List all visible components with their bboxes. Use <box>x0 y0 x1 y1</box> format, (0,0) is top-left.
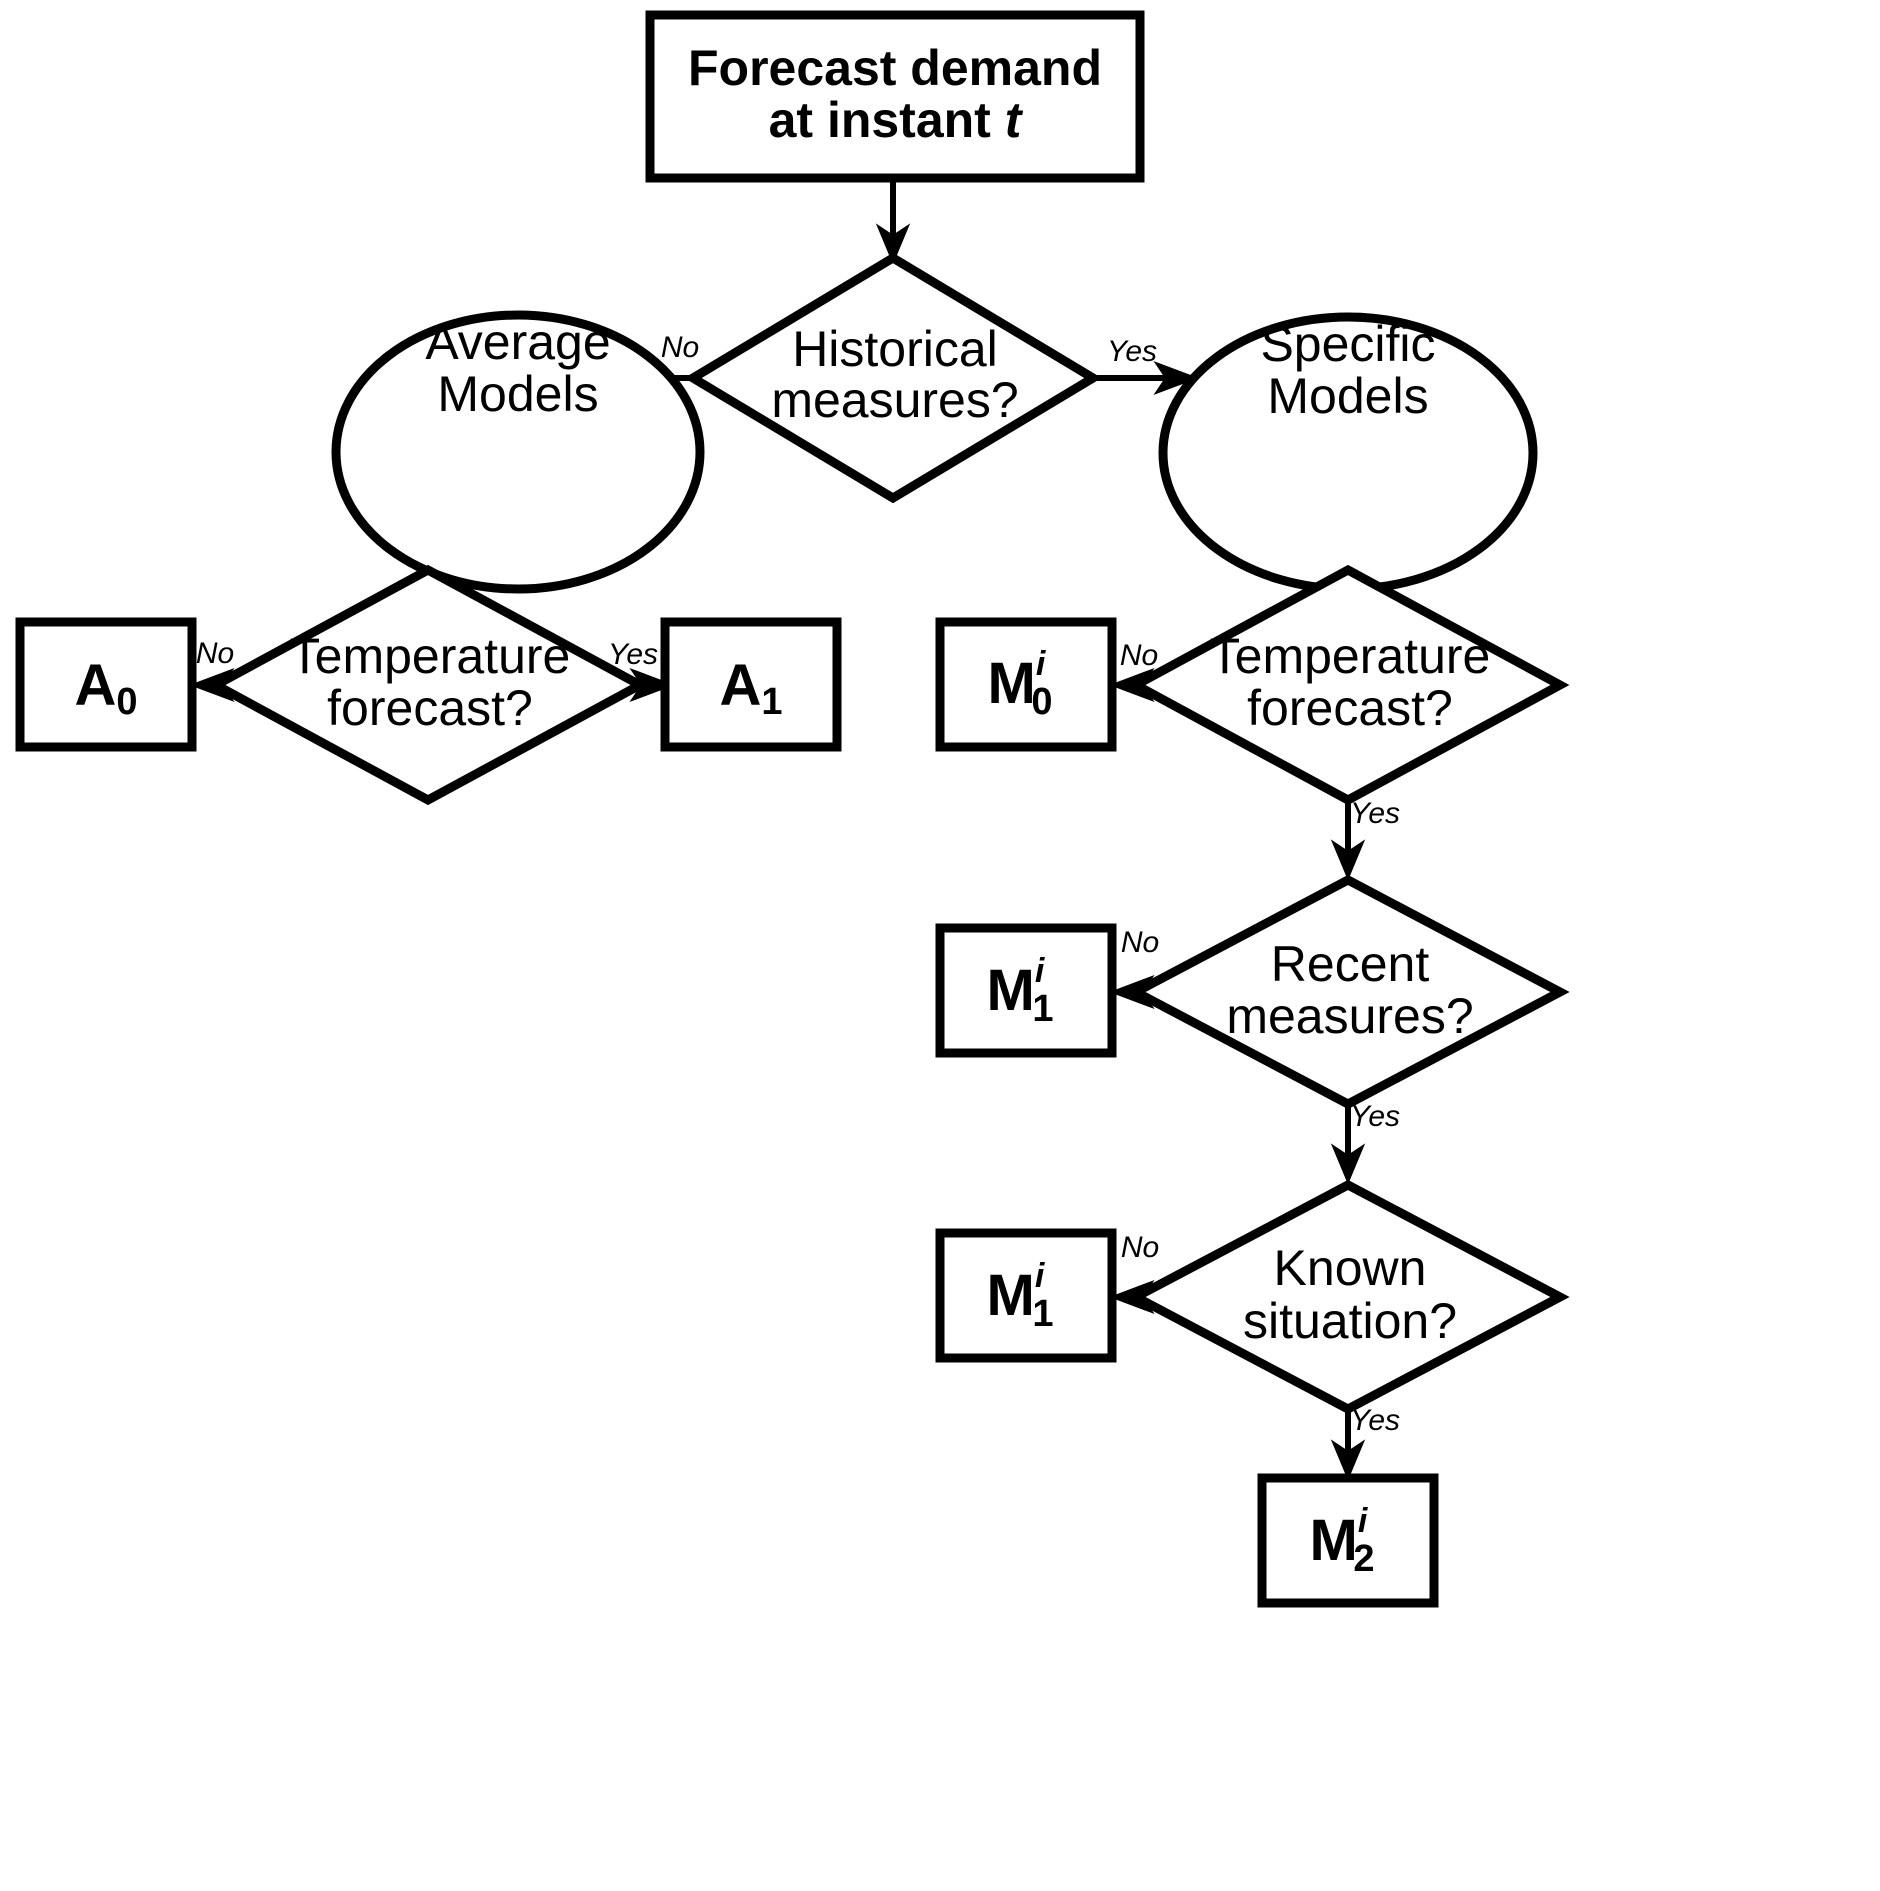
edge-label-recent-yes: Yes <box>1350 1100 1400 1133</box>
edge-label-temp-left-no: No <box>196 637 234 670</box>
a0-subscript: 0 <box>116 681 137 723</box>
known-line2: situation? <box>1243 1293 1457 1349</box>
temp-right-line1: Temperature <box>1210 628 1491 684</box>
edge-label-temp-right-no: No <box>1120 639 1158 672</box>
m1i-a-subscript: 1 <box>1032 988 1053 1030</box>
m1i-a-base: M <box>987 958 1035 1023</box>
node-decision-temperature-forecast-left[interactable]: Temperature forecast? <box>206 564 650 806</box>
node-result-a1[interactable]: A1 <box>660 617 842 752</box>
start-line2-italic-t: t <box>1005 92 1024 148</box>
a1-base: A <box>719 653 761 718</box>
recent-line1: Recent <box>1271 936 1430 992</box>
node-average-models[interactable]: Average Models <box>331 310 705 594</box>
node-decision-historical-measures[interactable]: Historical measures? <box>684 252 1102 504</box>
historical-line2: measures? <box>771 372 1018 428</box>
m1i-b-superscript: i <box>1035 1257 1046 1295</box>
average-models-line1: Average <box>425 314 610 370</box>
node-result-a0[interactable]: A0 <box>15 617 197 752</box>
m2i-base: M <box>1310 1508 1358 1573</box>
temp-left-line1: Temperature <box>290 628 571 684</box>
edge-label-recent-no: No <box>1121 926 1159 959</box>
node-decision-known-situation[interactable]: Known situation? <box>1126 1179 1570 1415</box>
result-a0-label: A0 <box>74 653 137 723</box>
m1i-b-base: M <box>987 1263 1035 1328</box>
start-line2-prefix: at instant <box>769 92 1005 148</box>
edge-label-historical-no: No <box>661 331 699 364</box>
edge-label-known-yes: Yes <box>1350 1404 1400 1437</box>
edge-label-temp-left-yes: Yes <box>608 638 658 671</box>
start-line2: at instant t <box>769 92 1024 148</box>
edge-label-known-no: No <box>1121 1231 1159 1264</box>
m1i-b-subscript: 1 <box>1032 1293 1053 1335</box>
connector-start-to-historical <box>875 178 911 265</box>
m1i-a-superscript: i <box>1035 952 1046 990</box>
node-start-forecast-demand[interactable]: Forecast demand at instant t <box>645 10 1145 183</box>
result-a1-label: A1 <box>719 653 782 723</box>
connector-temp-right-yes-to-recent <box>1330 800 1366 881</box>
historical-line1: Historical <box>792 321 998 377</box>
node-decision-temperature-forecast-right[interactable]: Temperature forecast? <box>1126 564 1570 806</box>
average-models-line2: Models <box>437 366 598 422</box>
m0i-superscript: i <box>1036 645 1047 683</box>
edge-label-temp-right-yes: Yes <box>1350 797 1400 830</box>
node-specific-models[interactable]: Specific Models <box>1158 312 1538 594</box>
connector-historical-yes-to-specific <box>1093 360 1199 396</box>
a0-base: A <box>74 653 116 718</box>
specific-models-line2: Models <box>1267 368 1428 424</box>
known-line1: Known <box>1274 1240 1427 1296</box>
m2i-subscript: 2 <box>1353 1538 1374 1580</box>
connector-recent-yes-to-known <box>1330 1104 1366 1185</box>
start-line1: Forecast demand <box>688 40 1102 96</box>
a1-subscript: 1 <box>761 681 782 723</box>
temp-left-line2: forecast? <box>327 680 533 736</box>
m2i-superscript: i <box>1358 1502 1369 1540</box>
connector-known-yes-to-m2i <box>1330 1408 1366 1481</box>
temp-right-line2: forecast? <box>1247 680 1453 736</box>
recent-line2: measures? <box>1226 988 1473 1044</box>
m0i-subscript: 0 <box>1031 681 1052 723</box>
m0i-base: M <box>988 651 1036 716</box>
edge-label-historical-yes: Yes <box>1107 335 1157 368</box>
specific-models-line1: Specific <box>1260 316 1435 372</box>
node-decision-recent-measures[interactable]: Recent measures? <box>1126 874 1570 1110</box>
